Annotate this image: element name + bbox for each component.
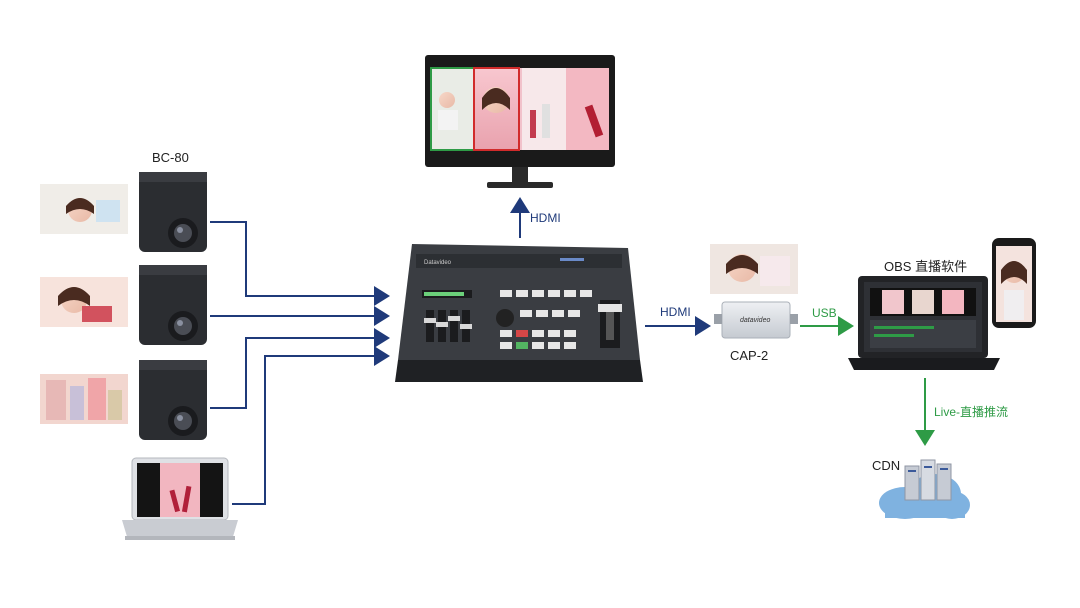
source-laptop — [122, 457, 238, 540]
monitor — [425, 55, 615, 188]
svg-text:Datavideo: Datavideo — [424, 260, 452, 266]
video-switcher: Datavideo — [395, 244, 643, 382]
cable-laptop — [232, 346, 390, 505]
capture-model-label: CAP-2 — [730, 348, 769, 363]
camera-3 — [40, 360, 207, 440]
cable-camera-3 — [210, 328, 390, 409]
usb-label: USB — [812, 306, 837, 320]
obs-software-label: OBS 直播软件 — [884, 259, 968, 274]
camera-2 — [40, 265, 207, 345]
hdmi-output-label-top: HDMI — [530, 211, 561, 225]
camera-1 — [40, 172, 207, 252]
capture-device: datavideo — [714, 301, 798, 339]
hdmi-output-label-right: HDMI — [660, 305, 691, 319]
cdn-cloud — [879, 459, 970, 519]
cdn-label: CDN — [872, 458, 901, 473]
capture-preview — [710, 244, 798, 294]
obs-laptop — [848, 276, 1000, 370]
camera-model-label: BC-80 — [152, 150, 189, 165]
cable-camera-1 — [210, 221, 390, 306]
live-stream-label: Live-直播推流 — [934, 405, 1009, 419]
phone — [992, 238, 1036, 328]
svg-text:datavideo: datavideo — [740, 317, 770, 324]
